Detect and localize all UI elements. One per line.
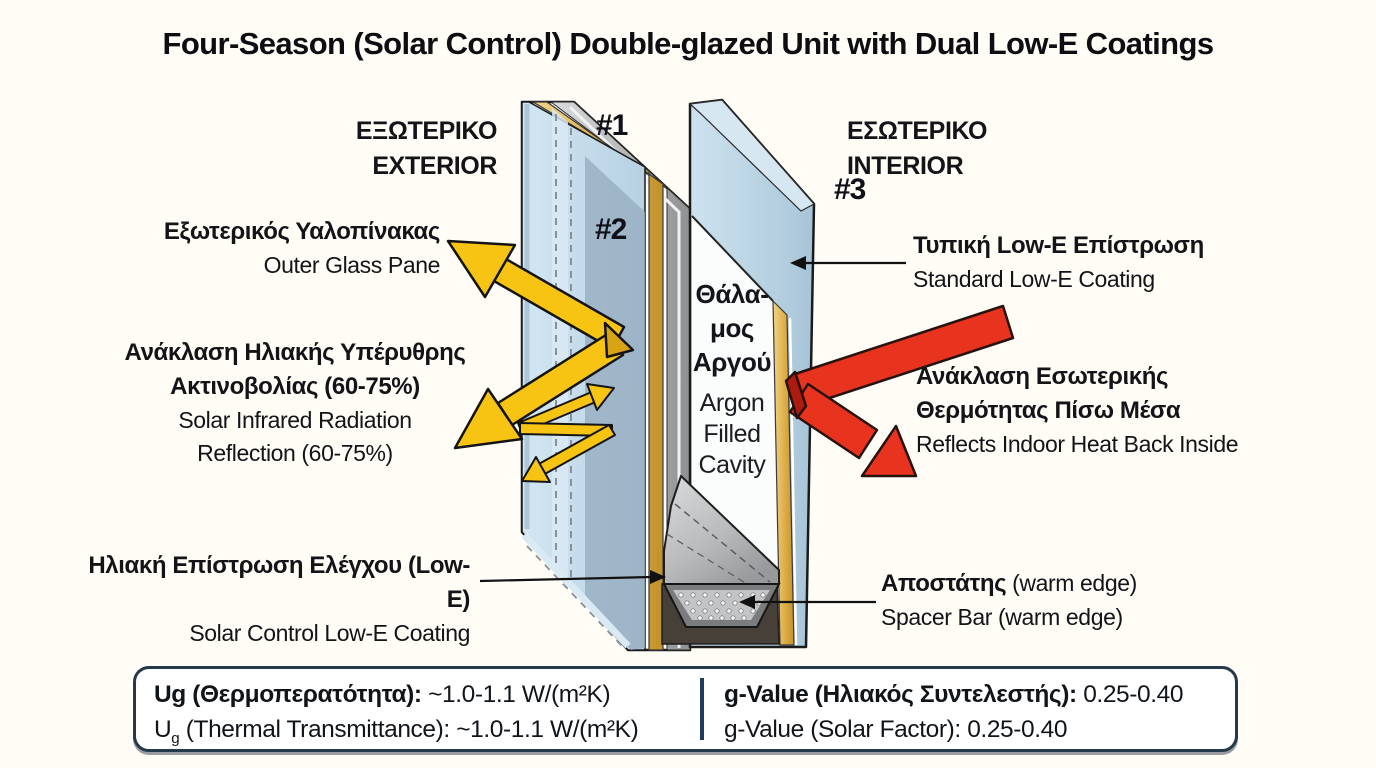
performance-spec-box: Ug (Θερμοπερατότητα): ~1.0-1.1 W/(m²K) U… xyxy=(133,666,1238,752)
g-value-spec: g-Value (Ηλιακός Συντελεστής): 0.25-0.40… xyxy=(724,681,1184,743)
exterior-label: ΕΞΩΤΕΡΙΚΟ EXTERIOR xyxy=(250,114,498,184)
interior-label-en: INTERIOR xyxy=(847,152,964,180)
diagram-title: Four-Season (Solar Control) Double-glaze… xyxy=(162,26,1215,61)
exterior-label-el: ΕΞΩΤΕΡΙΚΟ xyxy=(355,117,498,145)
indoor-heat-arrow xyxy=(784,304,1015,478)
surface-number-3: #3 xyxy=(834,173,866,206)
argon-cavity-label: Θάλα- μος Αργού Argon Filled Cavity xyxy=(692,279,772,479)
interior-label-el: ΕΣΩΤΕΡΙΚΟ xyxy=(847,117,988,145)
interior-label: ΕΣΩΤΕΡΙΚΟ INTERIOR xyxy=(847,114,987,184)
surface-number-2: #2 xyxy=(595,213,627,246)
standard-lowe-coating-layer xyxy=(772,299,795,646)
outer-glass-callout-el: Εξωτερικός Υαλοπίνακας xyxy=(163,218,440,245)
indoor-heat-callout: Ανάκλαση Εσωτερικής Θερμότητας Πίσω Μέσα… xyxy=(916,363,1239,457)
solar-reflection-callout: Ανάκλαση Ηλιακής Υπέρυθρης Ακτινοβολίας … xyxy=(124,339,466,466)
leader-lines xyxy=(479,256,906,609)
solar-reflection-arrows xyxy=(446,239,635,483)
solar-coating-callout: Ηλιακή Επίστρωση Ελέγχου (Low-E) Solar C… xyxy=(88,552,470,646)
outer-glass-callout-en: Outer Glass Pane xyxy=(263,252,441,278)
standard-coating-callout: Τυπική Low-E Επίστρωση Standard Low-E Co… xyxy=(913,232,1204,292)
solar-control-coating-layer xyxy=(530,101,664,651)
surface-number-1: #1 xyxy=(596,109,628,142)
exterior-label-en: EXTERIOR xyxy=(372,152,497,180)
spec-divider xyxy=(700,678,704,740)
outer-glass-callout: Εξωτερικός Υαλοπίνακας Outer Glass Pane xyxy=(90,215,440,282)
spacer-callout: Αποστάτης (warm edge) Spacer Bar (warm e… xyxy=(881,570,1137,630)
u-value-spec: Ug (Θερμοπερατότητα): ~1.0-1.1 W/(m²K) U… xyxy=(154,681,639,747)
